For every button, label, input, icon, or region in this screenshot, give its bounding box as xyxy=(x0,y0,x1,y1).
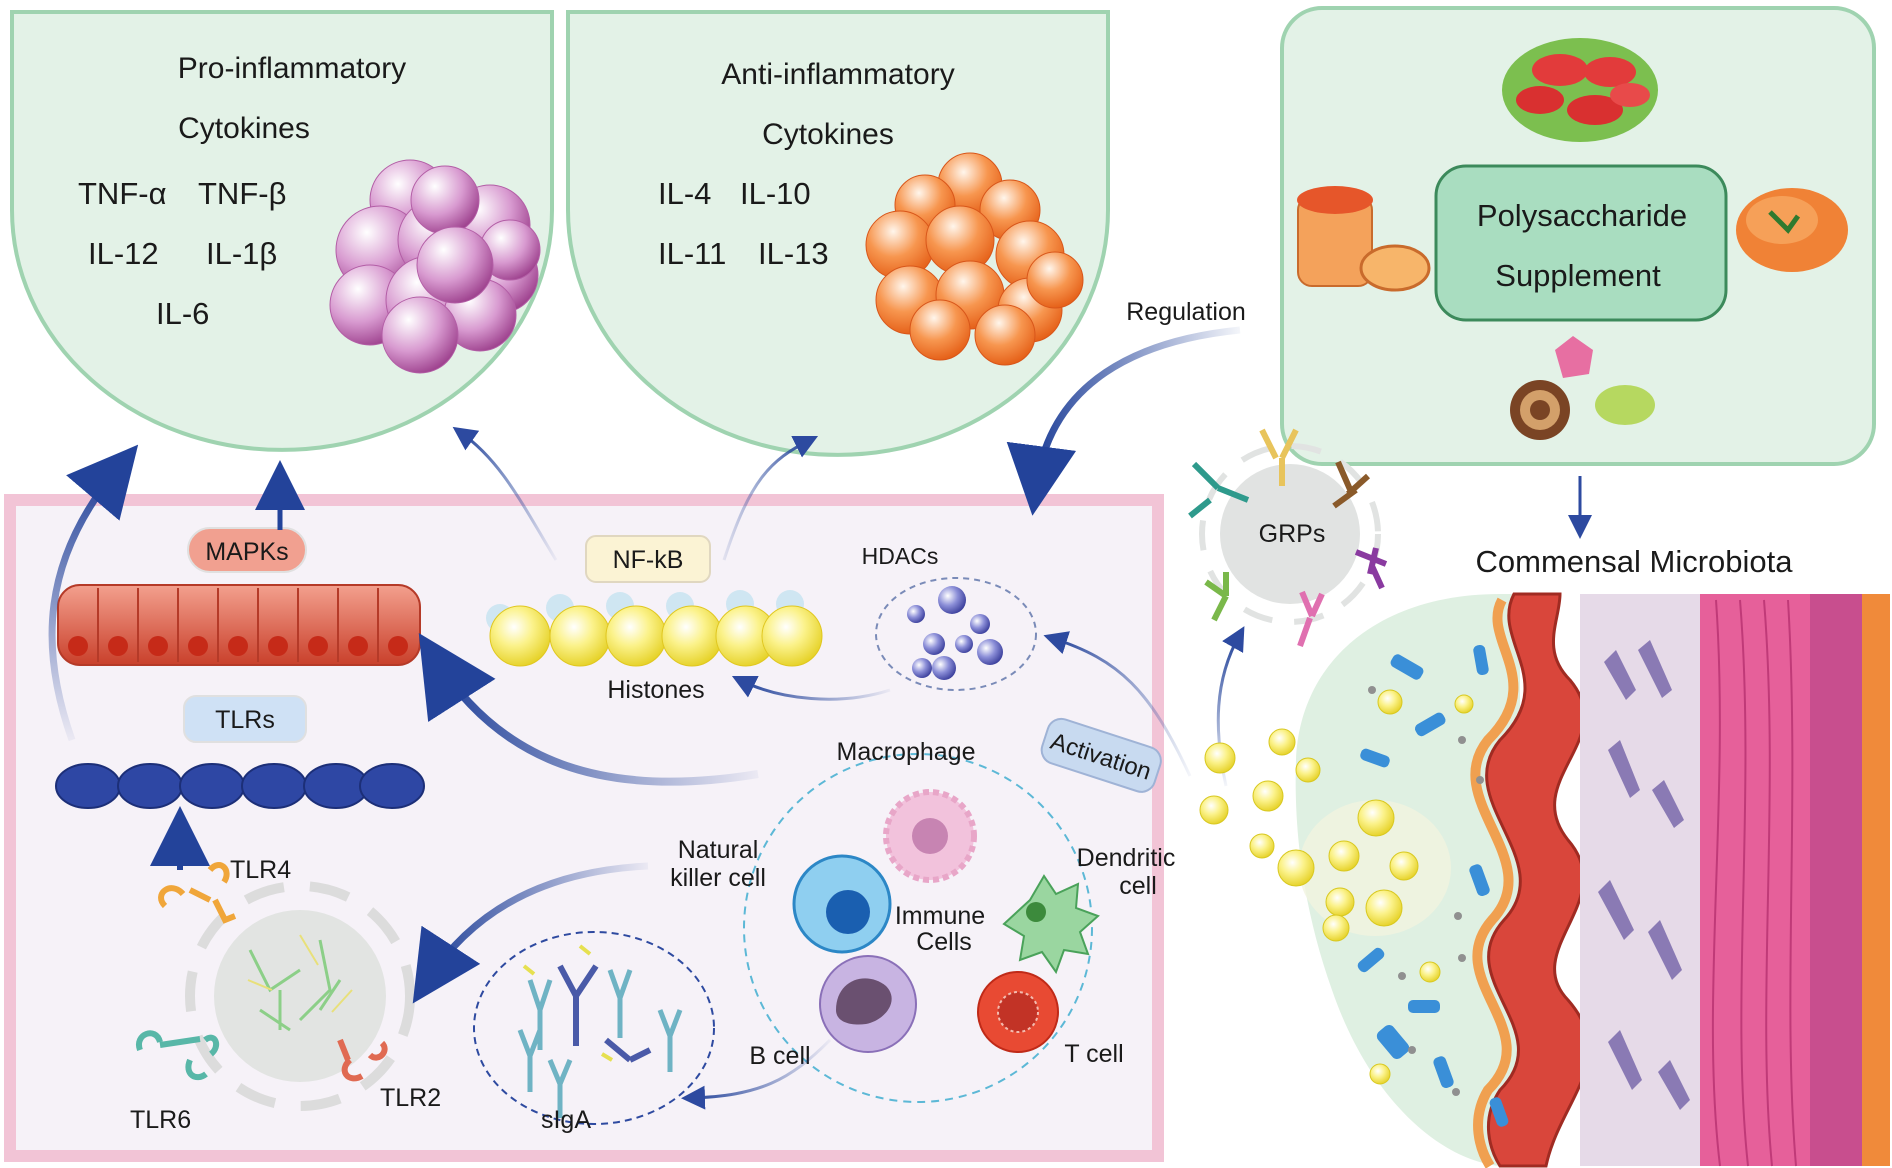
tlrs-label: TLRs xyxy=(215,706,275,734)
grps-cluster xyxy=(1188,428,1388,648)
tlr2-label: TLR2 xyxy=(380,1084,441,1112)
pro-item-il1b: IL-1β xyxy=(206,236,277,271)
macrophage-label: Macrophage xyxy=(837,738,976,766)
gut-outer-layer xyxy=(1862,594,1890,1166)
immune-cells-label-2: Cells xyxy=(916,928,972,956)
tlrs-pill xyxy=(183,695,307,743)
carrot-shreds-icon xyxy=(1736,188,1848,272)
tlr4-label: TLR4 xyxy=(230,856,291,884)
dendritic-label-2: cell xyxy=(1119,872,1157,900)
anti-item-il4: IL-4 xyxy=(658,176,711,211)
pro-inflammatory-cell-cluster xyxy=(329,159,541,374)
pro-item-tnf-alpha: TNF-α xyxy=(78,176,167,211)
anti-title-line2: Cytokines xyxy=(762,118,894,151)
bcell-to-siga-arrow xyxy=(681,1038,832,1110)
grps-label: GRPs xyxy=(1259,520,1326,548)
gut-submucosa xyxy=(1580,594,1700,1166)
dendritic-cell-icon xyxy=(1002,874,1100,975)
submucosa-cells xyxy=(1598,640,1690,1110)
tlr2-receptor-icon xyxy=(337,1038,388,1082)
tlr-receptor-row xyxy=(55,763,425,809)
siga-label: sIgA xyxy=(541,1106,591,1134)
nk-to-tlr-arrow xyxy=(412,862,649,1004)
pro-title-line2: Cytokines xyxy=(178,112,310,145)
tlr6-receptor-icon xyxy=(136,1030,220,1081)
nfkb-label: NF-kB xyxy=(613,546,684,574)
anti-title-line1: Anti-inflammatory xyxy=(721,58,954,91)
mapks-label: MAPKs xyxy=(205,538,288,566)
nfkb-to-pro-arrow xyxy=(452,426,558,561)
to-mapks-curved-arrow xyxy=(418,633,759,786)
epithelial-cell-row xyxy=(57,584,421,666)
t-cell-label: T cell xyxy=(1064,1040,1123,1068)
histones-label: Histones xyxy=(607,676,704,704)
pro-item-tnf-beta: TNF-β xyxy=(198,176,286,211)
nfkb-to-anti-arrow xyxy=(722,435,819,561)
anti-item-il11: IL-11 xyxy=(658,236,726,271)
pro-title-line1: Pro-inflammatory xyxy=(178,52,406,85)
supplement-box xyxy=(1434,164,1728,322)
activation-arrow xyxy=(1043,631,1192,777)
lumen-particles xyxy=(1199,686,1484,1096)
pro-item-il12: IL-12 xyxy=(88,236,159,271)
tlr-cluster xyxy=(185,881,415,1111)
anti-inflammatory-cell-cluster xyxy=(865,152,1084,366)
natural-killer-label-2: killer cell xyxy=(670,864,766,892)
salad-bowl-icon xyxy=(1502,38,1658,142)
t-cell-icon xyxy=(977,971,1059,1053)
regulation-arrow xyxy=(1006,326,1241,516)
tlr6-label: TLR6 xyxy=(130,1106,191,1134)
lumen-bacteria xyxy=(1357,644,1509,1127)
histone-beads xyxy=(486,590,823,667)
immune-cell-region xyxy=(743,753,1093,1103)
anti-item-il10: IL-10 xyxy=(740,176,811,211)
natural-killer-cell-icon xyxy=(792,854,892,954)
anti-item-il13: IL-13 xyxy=(758,236,829,271)
natural-killer-label-1: Natural xyxy=(678,836,759,864)
siga-cluster xyxy=(473,931,715,1125)
gut-epithelium xyxy=(1470,592,1591,1168)
tlr4-receptor-icon xyxy=(158,862,237,924)
hdac-to-histone-arrow xyxy=(731,675,891,701)
hdacs-label: HDACs xyxy=(862,543,939,569)
jar-icon xyxy=(1297,186,1431,292)
nfkb-pill xyxy=(585,535,711,583)
supplement-line1: Polysaccharide xyxy=(1477,198,1687,233)
supplement-line2: Supplement xyxy=(1495,258,1661,293)
pro-item-il6: IL-6 xyxy=(156,296,209,331)
hdac-particles xyxy=(875,577,1037,691)
immune-cells-label-1: Immune xyxy=(895,902,985,930)
dendritic-label-1: Dendritic xyxy=(1077,844,1176,872)
macrophage-icon xyxy=(883,789,977,883)
candy-icon xyxy=(1510,336,1655,440)
tlrs-to-pro-curved-arrow xyxy=(48,444,139,742)
commensal-microbiota-label: Commensal Microbiota xyxy=(1476,544,1794,579)
gut-muscle-fibers xyxy=(1711,599,1797,1167)
mapks-pill xyxy=(187,527,307,573)
anti-inflammatory-panel xyxy=(566,10,1110,457)
b-cell-icon xyxy=(819,955,917,1053)
gut-cell-layer xyxy=(1810,594,1862,1166)
regulation-label: Regulation xyxy=(1126,298,1246,326)
